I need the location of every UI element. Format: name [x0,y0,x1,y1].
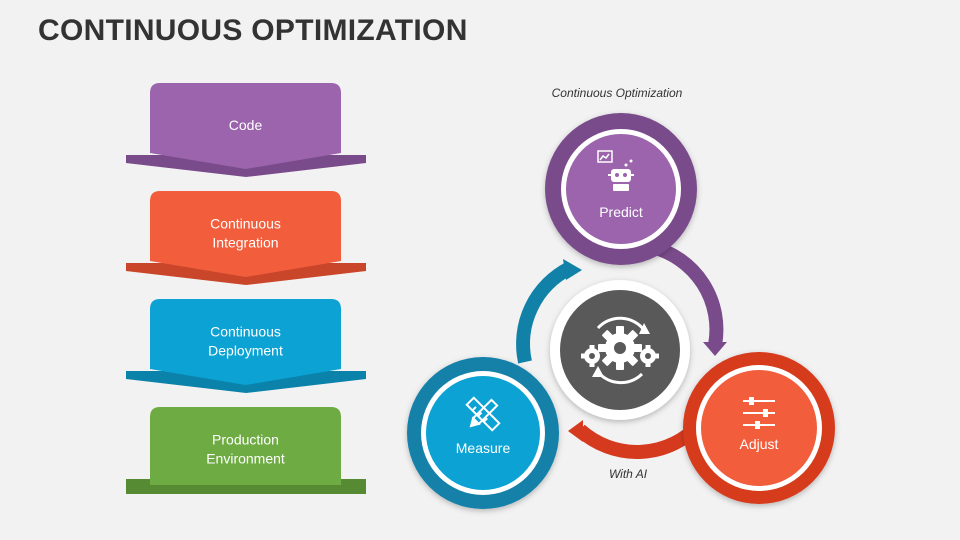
step-label: Integration [212,235,278,251]
step-box [150,191,341,277]
step-label: Production [212,432,279,448]
process-step: Code [126,83,366,177]
step-label: Deployment [208,343,283,359]
arc-measure-arrowhead [563,259,582,280]
node-measure-label: Measure [456,440,511,456]
step-box [150,407,341,485]
arc-adjust-arrowhead [568,420,583,442]
sliders-icon [743,397,775,429]
step-label: Continuous [210,324,281,340]
cycle-caption-top: Continuous Optimization [552,86,683,100]
arc-adjust-to-measure [575,419,706,459]
step-box [150,83,341,169]
slide-title: CONTINUOUS OPTIMIZATION [38,14,468,47]
pencil-ruler-icon [465,396,501,432]
node-measure-inner [426,376,540,490]
node-predict-label: Predict [599,204,643,220]
step-label: Code [229,117,263,133]
node-adjust: Adjust [683,352,835,504]
process-steps: CodeContinuousIntegrationContinuousDeplo… [126,83,366,494]
step-label: Continuous [210,216,281,232]
arc-predict-to-adjust [650,240,724,347]
step-label: Environment [206,451,285,467]
step-box [150,299,341,385]
robot-chart-icon [597,150,634,191]
arc-measure-to-predict [516,261,574,364]
node-adjust-label: Adjust [740,436,779,452]
arc-predict-arrowhead [703,342,727,356]
cycle-diagram: Continuous Optimization [407,86,835,509]
node-measure: Measure [407,357,559,509]
gears-cycle-icon [581,316,659,385]
node-predict: Predict [545,113,697,265]
cycle-caption-bottom: With AI [609,467,648,481]
